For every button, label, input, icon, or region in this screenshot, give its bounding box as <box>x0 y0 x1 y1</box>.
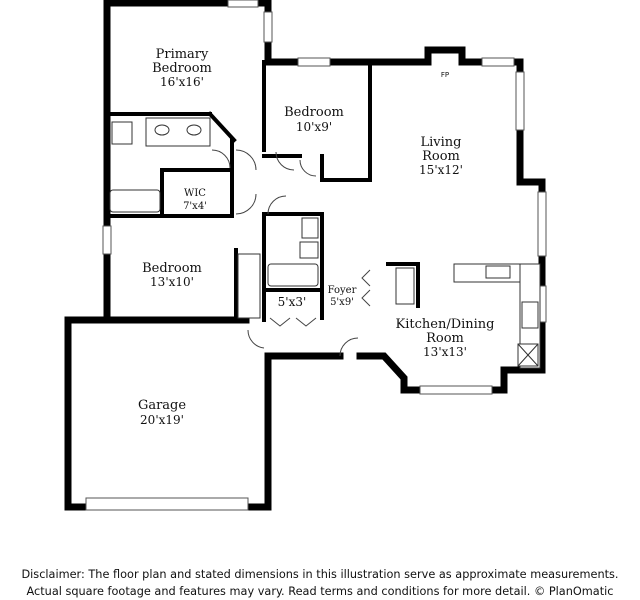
exterior-wall-garage-west <box>64 316 111 511</box>
door-swing <box>275 151 295 171</box>
room-name: Living <box>421 135 462 150</box>
room-dimensions: 15'x12' <box>419 163 463 177</box>
foyer: Foyer 5'x9' <box>328 285 357 308</box>
window-primary-north <box>227 0 259 8</box>
room-dimensions: 7'x4' <box>183 201 207 212</box>
exterior-wall-bay-window <box>356 352 546 394</box>
door-swing <box>247 329 265 349</box>
hall-closet: 5'x3' <box>278 295 307 309</box>
garage-door <box>85 497 249 511</box>
kitchen-sink-icon <box>485 265 511 279</box>
door-swing <box>339 337 359 357</box>
closet-shelf <box>395 267 415 305</box>
room-dimensions: 13'x13' <box>423 345 467 359</box>
window-primary-east <box>263 11 273 43</box>
fireplace-label: FP <box>441 71 449 79</box>
door-swing <box>361 289 371 307</box>
room-dimensions: 13'x10' <box>150 275 194 289</box>
window-living-east <box>515 71 525 131</box>
refrigerator-cross <box>517 343 539 367</box>
room-dimensions: 5'x3' <box>278 295 307 309</box>
room-name: Foyer <box>328 285 357 296</box>
door-swing <box>211 149 231 169</box>
door-swing <box>361 269 371 287</box>
sink-icon <box>299 241 319 259</box>
toilet-icon <box>301 217 319 239</box>
room-name: Primary <box>156 47 209 62</box>
exterior-walls <box>64 0 546 511</box>
room-name: Bedroom <box>142 261 202 276</box>
sink-icon <box>154 124 170 136</box>
room-name: Kitchen/Dining <box>396 317 495 332</box>
windows <box>85 0 547 511</box>
primary-bedroom: Primary Bedroom 16'x16' <box>152 47 212 89</box>
disclaimer-line-2: Actual square footage and features may v… <box>26 585 614 598</box>
room-name: Bedroom <box>152 61 212 76</box>
door-swing <box>235 193 257 215</box>
window-bay <box>419 385 493 395</box>
room-dimensions: 5'x9' <box>330 297 354 308</box>
door-swing <box>299 159 317 177</box>
fixtures <box>109 117 541 369</box>
closet-shelf <box>237 253 261 319</box>
door-swing <box>267 195 287 215</box>
room-dimensions: 16'x16' <box>160 75 204 89</box>
window-living-north <box>481 57 515 67</box>
wall-primary-bath-diagonal <box>207 111 237 143</box>
fireplace: FP <box>441 71 449 79</box>
disclaimer: Disclaimer: The floor plan and stated di… <box>0 566 640 600</box>
garage: Garage 20'x19' <box>138 398 186 427</box>
room-name: Bedroom <box>284 105 344 120</box>
window-kitchen-east-upper <box>537 191 547 257</box>
door-swing <box>269 317 291 327</box>
window-bedroom-west <box>102 225 112 255</box>
cooktop-icon <box>521 301 539 329</box>
room-dimensions: 10'x9' <box>296 120 332 134</box>
room-dimensions: 20'x19' <box>140 413 184 427</box>
bathtub-icon <box>267 263 319 287</box>
bedroom-upper: Bedroom 10'x9' <box>284 105 344 134</box>
door-swing <box>295 317 317 327</box>
bedroom-lower: Bedroom 13'x10' <box>142 261 202 289</box>
sink-icon <box>186 124 202 136</box>
room-name: Room <box>426 331 464 346</box>
room-name: Garage <box>138 398 186 413</box>
bathtub-icon <box>109 189 161 213</box>
kitchen-dining-room: Kitchen/Dining Room 13'x13' <box>396 317 495 359</box>
exterior-wall-garage <box>244 352 272 511</box>
interior-walls <box>105 60 420 322</box>
door-swings <box>211 149 371 357</box>
living-room: Living Room 15'x12' <box>419 135 463 177</box>
window-bedroom-north <box>297 57 331 67</box>
door-swing <box>235 149 257 171</box>
toilet-icon <box>111 121 133 145</box>
exterior-wall-fireplace-bump <box>424 46 466 66</box>
room-name: WIC <box>184 188 206 199</box>
room-name: Room <box>422 149 460 164</box>
disclaimer-line-1: Disclaimer: The floor plan and stated di… <box>21 568 619 581</box>
walk-in-closet: WIC 7'x4' <box>183 188 207 212</box>
